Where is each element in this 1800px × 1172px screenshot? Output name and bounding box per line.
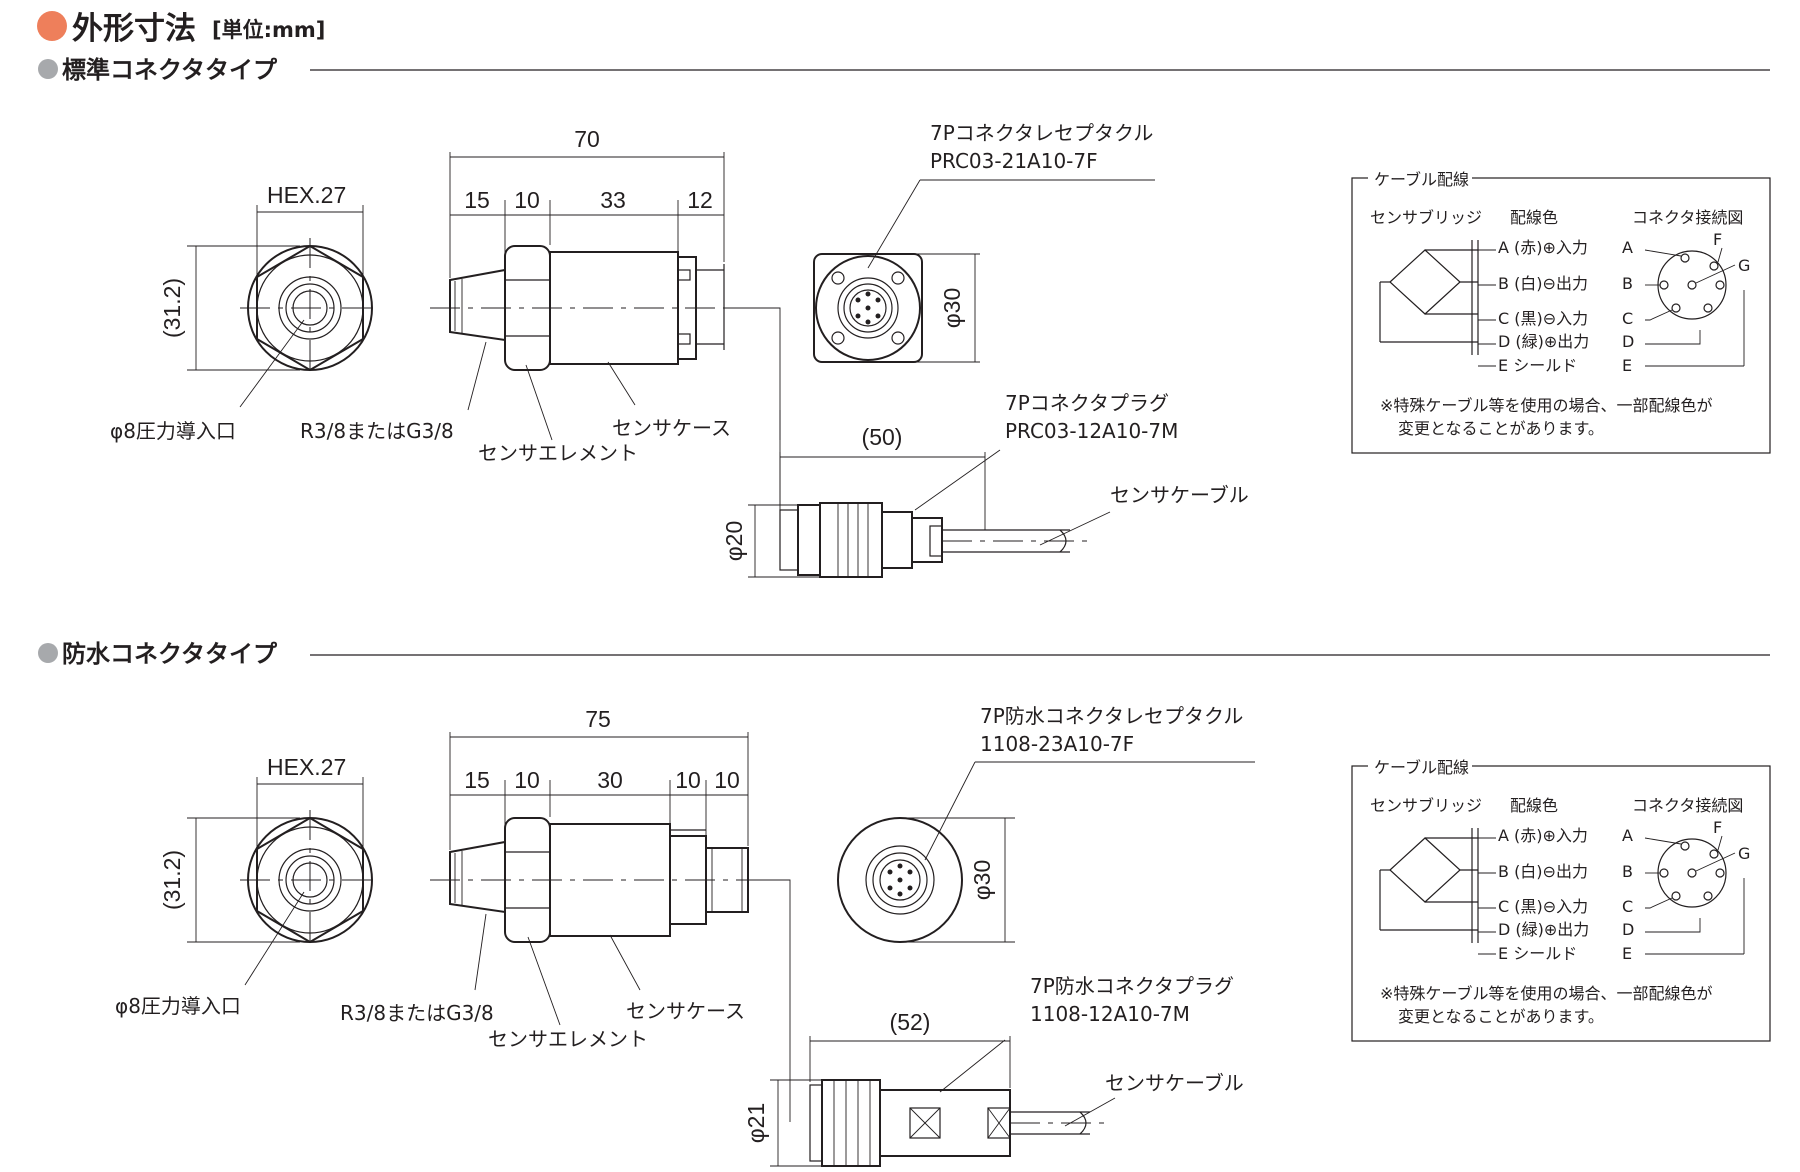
wiring-col-color: 配線色	[1510, 796, 1558, 815]
plug-name: 7P防水コネクタプラグ	[1030, 974, 1234, 998]
wire-row-a: A (赤)⊕入力	[1498, 238, 1588, 257]
wiring-box: ケーブル配線 センサブリッジ 配線色 コネクタ接続図 A (赤)⊕入力 B (白…	[1351, 754, 1771, 1042]
pin-g-label: G	[1738, 844, 1750, 863]
dim-segment-4: 10	[675, 767, 701, 793]
thread-label: R3/8またはG3/8	[340, 1001, 494, 1025]
receptacle-dia-label: φ30	[939, 288, 965, 329]
hex-dim-label: HEX.27	[267, 182, 346, 208]
section-bullet-icon	[38, 59, 58, 79]
plug-length-dim: (50)	[862, 424, 903, 450]
receptacle-part: 1108-23A10-7F	[980, 732, 1134, 756]
dim-segment-3: 30	[597, 767, 623, 793]
plug-dia-label: φ20	[721, 521, 747, 562]
pin-f-label: F	[1713, 818, 1722, 837]
receptacle-view	[837, 761, 1255, 943]
pin-c-label: C	[1622, 897, 1633, 916]
section-bullet-icon	[38, 643, 58, 663]
total-length-dim: 70	[574, 126, 600, 152]
receptacle-view	[813, 179, 1155, 363]
title-bullet-icon	[37, 11, 67, 41]
wiring-note-2: 変更となることがあります。	[1398, 419, 1604, 438]
receptacle-name: 7P防水コネクタレセプタクル	[980, 704, 1243, 728]
wiring-box: ケーブル配線 センサブリッジ 配線色 コネクタ接続図 A (赤)⊕入力 B (白…	[1351, 166, 1771, 454]
wire-row-b: B (白)⊖出力	[1498, 274, 1588, 293]
pin-e-label: E	[1622, 356, 1632, 375]
unit-label: [単位:mm]	[212, 18, 325, 42]
front-view	[187, 205, 380, 408]
receptacle-dia-label: φ30	[969, 860, 995, 901]
cable-label: センサケーブル	[1110, 483, 1249, 507]
wire-row-e: E シールド	[1498, 944, 1577, 963]
wiring-note-1: ※特殊ケーブル等を使用の場合、一部配線色が	[1380, 396, 1712, 415]
cable-label: センサケーブル	[1105, 1071, 1244, 1095]
element-label: センサエレメント	[478, 441, 638, 465]
side-view	[430, 152, 781, 550]
total-length-dim: 75	[585, 706, 611, 732]
standard-connector-drawing: HEX.27 (31.2) φ8圧力導入口	[110, 121, 1249, 578]
section-heading: 標準コネクタタイプ	[62, 56, 278, 84]
element-label: センサエレメント	[488, 1027, 648, 1051]
pin-a-label: A	[1622, 826, 1633, 845]
case-label: センサケース	[626, 999, 745, 1023]
page-title: 外形寸法	[72, 11, 196, 47]
wire-row-b: B (白)⊖出力	[1498, 862, 1588, 881]
waterproof-connector-drawing: HEX.27 (31.2) φ8圧力導入口	[115, 704, 1255, 1167]
dim-segment-5: 10	[714, 767, 740, 793]
dim-segment-4: 12	[687, 187, 713, 213]
front-view	[187, 777, 380, 986]
wiring-note-2: 変更となることがあります。	[1398, 1007, 1604, 1026]
wire-row-d: D (緑)⊕出力	[1498, 920, 1589, 939]
wiring-col-color: 配線色	[1510, 208, 1558, 227]
plug-name: 7Pコネクタプラグ	[1005, 391, 1169, 415]
plug-view	[770, 1036, 1116, 1167]
side-view	[430, 732, 791, 1122]
receptacle-name: 7Pコネクタレセプタクル	[930, 121, 1153, 145]
pin-e-label: E	[1622, 944, 1632, 963]
pin-b-label: B	[1622, 862, 1633, 881]
height-dim-label: (31.2)	[159, 278, 185, 338]
thread-label: R3/8またはG3/8	[300, 419, 454, 443]
wiring-col-bridge: センサブリッジ	[1370, 208, 1482, 227]
wire-row-c: C (黒)⊖入力	[1498, 309, 1588, 328]
pin-d-label: D	[1622, 332, 1634, 351]
section-heading: 防水コネクタタイプ	[62, 640, 278, 668]
pin-g-label: G	[1738, 256, 1750, 275]
pin-d-label: D	[1622, 920, 1634, 939]
plug-length-dim: (52)	[890, 1009, 931, 1035]
wire-row-c: C (黒)⊖入力	[1498, 897, 1588, 916]
wire-row-a: A (赤)⊕入力	[1498, 826, 1588, 845]
plug-part: 1108-12A10-7M	[1030, 1002, 1190, 1026]
hex-dim-label: HEX.27	[267, 754, 346, 780]
wiring-col-connector: コネクタ接続図	[1632, 208, 1743, 227]
pin-c-label: C	[1622, 309, 1633, 328]
wire-row-e: E シールド	[1498, 356, 1577, 375]
plug-view	[748, 449, 1111, 578]
pin-b-label: B	[1622, 274, 1633, 293]
inlet-label: φ8圧力導入口	[110, 419, 236, 443]
wire-row-d: D (緑)⊕出力	[1498, 332, 1589, 351]
wiring-box-title: ケーブル配線	[1374, 170, 1469, 189]
case-label: センサケース	[612, 416, 731, 440]
dim-segment-2: 10	[514, 767, 540, 793]
dim-segment-2: 10	[514, 187, 540, 213]
wiring-box-title: ケーブル配線	[1374, 758, 1469, 777]
wiring-col-connector: コネクタ接続図	[1632, 796, 1743, 815]
wiring-col-bridge: センサブリッジ	[1370, 796, 1482, 815]
pin-a-label: A	[1622, 238, 1633, 257]
wiring-note-1: ※特殊ケーブル等を使用の場合、一部配線色が	[1380, 984, 1712, 1003]
height-dim-label: (31.2)	[159, 850, 185, 910]
receptacle-part: PRC03-21A10-7F	[930, 149, 1098, 173]
dim-segment-1: 15	[464, 187, 490, 213]
plug-dia-label: φ21	[743, 1103, 769, 1144]
plug-part: PRC03-12A10-7M	[1005, 419, 1178, 443]
inlet-label: φ8圧力導入口	[115, 994, 241, 1018]
pin-f-label: F	[1713, 230, 1722, 249]
dim-segment-1: 15	[464, 767, 490, 793]
dim-segment-3: 33	[600, 187, 626, 213]
